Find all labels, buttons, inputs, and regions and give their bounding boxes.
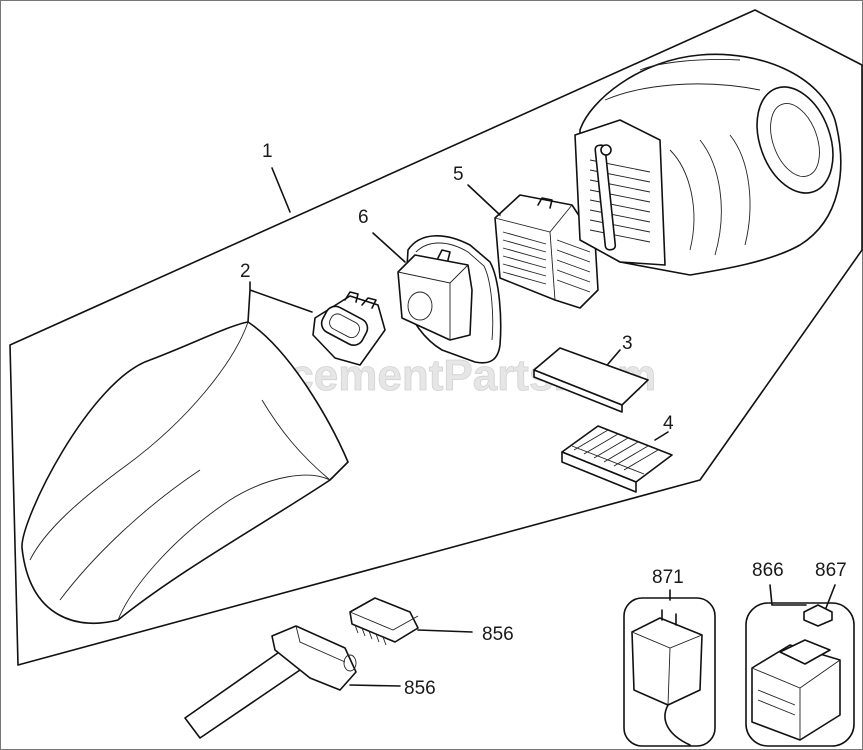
callout-1: 1 (262, 141, 273, 162)
callout-2: 2 (240, 261, 251, 282)
part-2-collar (312, 291, 386, 366)
part-866-battery-box (745, 602, 855, 747)
callout-4: 4 (663, 413, 674, 434)
assembly-outline (9, 9, 863, 666)
callout-6: 6 (358, 207, 369, 228)
callout-867: 867 (815, 560, 847, 581)
part-5-main-filter (494, 194, 599, 309)
leader-lines (247, 167, 836, 687)
callout-856-brush: 856 (482, 624, 514, 645)
motor-housing (574, 53, 842, 276)
callout-5: 5 (453, 164, 464, 185)
part-1-nozzle (21, 321, 349, 625)
callout-labels: 1 2 6 5 3 4 856 856 871 866 867 (240, 141, 847, 699)
part-856-crevice-tool (184, 625, 357, 739)
callout-866: 866 (752, 560, 784, 581)
part-4-filter-grid (561, 425, 673, 493)
callout-3: 3 (622, 333, 633, 354)
callout-856-crevice: 856 (404, 678, 436, 699)
part-6-filter-frame (397, 235, 502, 364)
part-3-filter-pad (533, 347, 649, 413)
part-856-brush (349, 597, 419, 646)
callout-871: 871 (652, 567, 684, 588)
part-871-charger-box (623, 597, 716, 747)
